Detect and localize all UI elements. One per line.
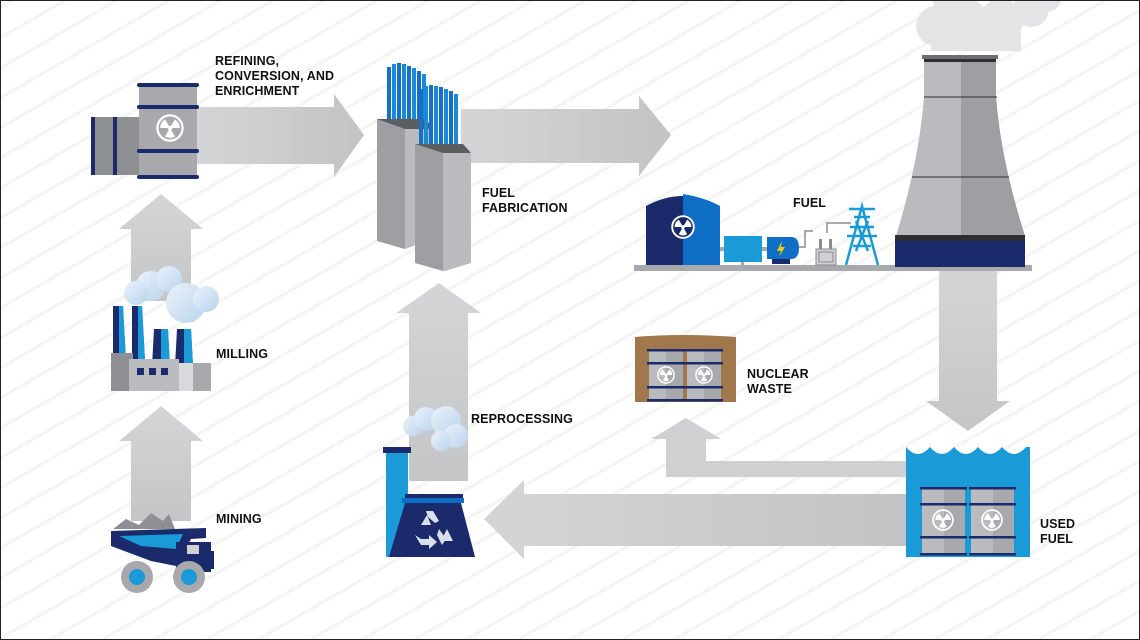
label-line: NUCLEAR: [747, 367, 809, 381]
label-line: MINING: [216, 512, 262, 526]
haul-truck-icon: [111, 513, 214, 593]
mill-factory-icon: [111, 266, 219, 391]
label-nuclear-waste: NUCLEAR WASTE: [747, 367, 809, 397]
flow-arrows: [119, 94, 1010, 559]
steam-cloud-icon: [916, 1, 1062, 51]
recycle-icon: [415, 511, 453, 549]
label-line: REPROCESSING: [471, 412, 573, 426]
waste-barrels-icon: [635, 335, 736, 402]
label-line: FABRICATION: [482, 201, 568, 215]
label-line: ENRICHMENT: [215, 84, 300, 98]
label-line: CONVERSION, AND: [215, 69, 335, 83]
arrow-milling-to-refining: [119, 194, 203, 301]
label-line: MILLING: [216, 347, 269, 361]
arrow-used-fuel-to-waste: [651, 418, 906, 477]
arrow-fabrication-to-plant: [461, 96, 671, 176]
arrow-used-fuel-to-reprocessing: [484, 480, 906, 559]
barrel-icon: [91, 83, 199, 179]
label-fuel: FUEL: [793, 196, 826, 211]
arrow-refining-to-fabrication: [196, 94, 364, 177]
label-used-fuel: USED FUEL: [1040, 517, 1075, 547]
storage-pool-icon: [906, 447, 1030, 557]
label-refining: REFINING, CONVERSION, AND ENRICHMENT: [215, 54, 334, 99]
label-milling: MILLING: [216, 347, 268, 362]
label-line: REFINING,: [215, 54, 280, 68]
arrow-plant-to-used-fuel: [926, 271, 1010, 431]
label-line: FUEL: [793, 196, 827, 210]
label-line: USED: [1040, 517, 1076, 531]
label-line: WASTE: [747, 382, 792, 396]
label-line: FUEL: [1040, 532, 1074, 546]
recycling-plant-icon: [383, 406, 475, 557]
label-line: FUEL: [482, 186, 516, 200]
label-mining: MINING: [216, 512, 262, 527]
label-reprocessing: REPROCESSING: [471, 412, 573, 427]
label-fuel-fabrication: FUEL FABRICATION: [482, 186, 568, 216]
fuel-assembly-icon: [377, 63, 471, 271]
power-plant-icon: [634, 194, 1032, 271]
cooling-tower-icon: [895, 1, 1062, 267]
arrow-mining-to-milling: [119, 406, 203, 521]
